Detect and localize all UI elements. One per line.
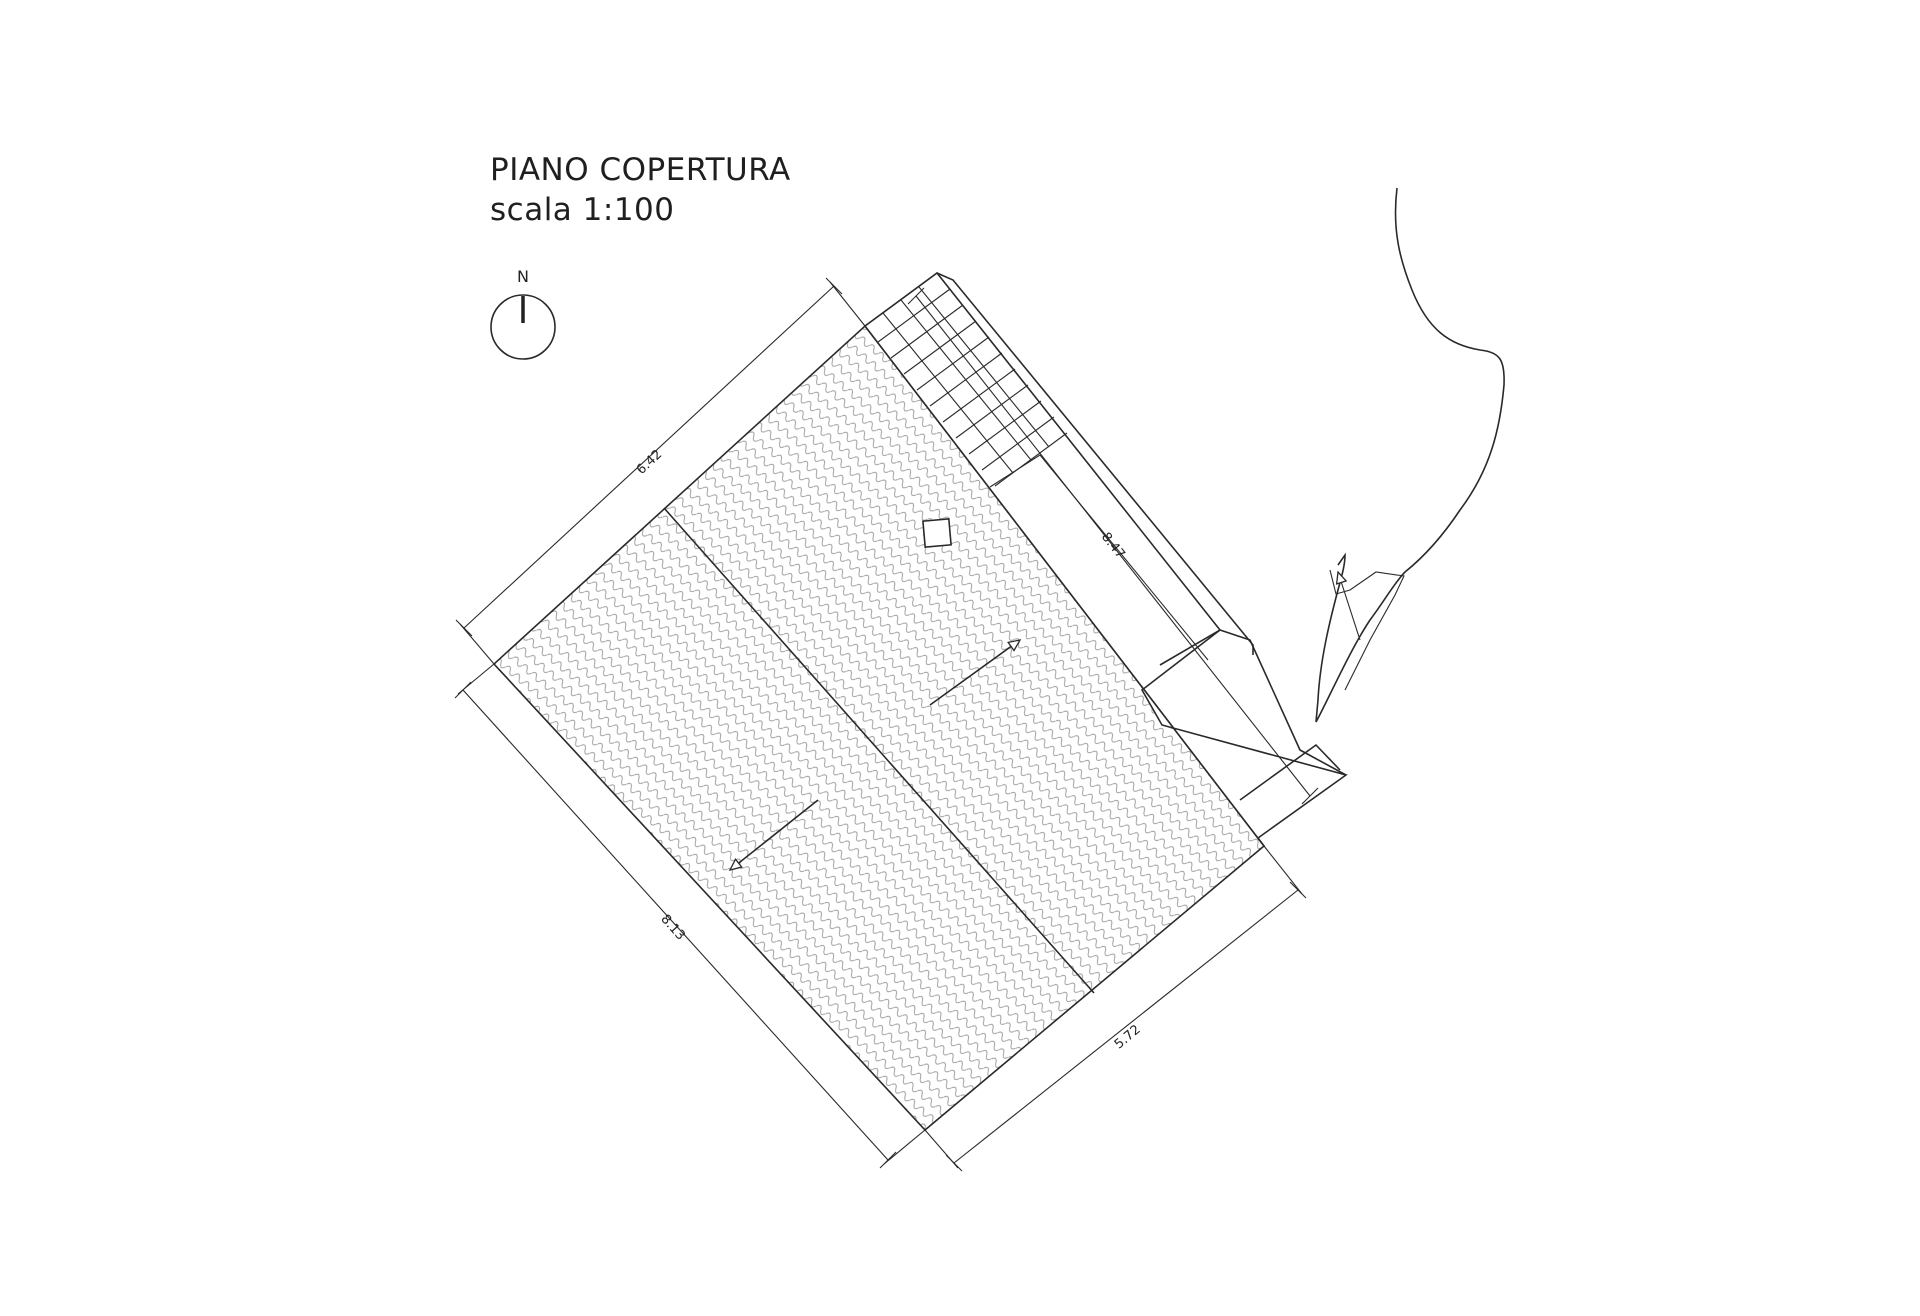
dim-bottom-label: 5.72 xyxy=(1112,1022,1144,1052)
drawing-title-block: PIANO COPERTURA scala 1:100 xyxy=(490,150,791,230)
terrain-ramp xyxy=(1329,569,1405,691)
north-arrow-circle xyxy=(490,294,556,360)
terrace-inner-wall xyxy=(1159,629,1347,776)
dim-right-line xyxy=(915,295,1311,797)
drawing-title: PIANO COPERTURA xyxy=(490,152,791,188)
north-arrow: N xyxy=(490,267,556,360)
terrace-lower-step xyxy=(1239,743,1341,801)
dim-top-label: 6.42 xyxy=(634,447,665,478)
terrace-parapet xyxy=(989,454,1209,661)
dim-top-line xyxy=(463,285,835,629)
roof-slab xyxy=(492,324,1266,1132)
roof-tiled-area xyxy=(492,324,1266,1132)
drawing-scale: scala 1:100 xyxy=(490,192,675,228)
dim-bottom-line xyxy=(953,889,1299,1164)
north-label: N xyxy=(517,267,529,286)
terrace-outer-edge xyxy=(936,272,1254,655)
dim-left-line xyxy=(462,689,889,1161)
terrace-wing xyxy=(863,271,1348,847)
terrain-ramp-arrow xyxy=(1335,570,1361,641)
slope-arrow-right xyxy=(929,639,1022,706)
roof-ridge-line xyxy=(663,507,1095,994)
slope-arrow-left xyxy=(728,799,819,871)
stair-grid xyxy=(864,272,1068,487)
roof-chimney xyxy=(922,518,952,548)
terrain-line xyxy=(1315,187,1505,723)
dimension-lines: 6.42 8.13 5.72 8.47 xyxy=(454,277,1319,1172)
dim-left-label: 8.13 xyxy=(657,912,688,944)
terrain-contour xyxy=(1315,187,1505,723)
